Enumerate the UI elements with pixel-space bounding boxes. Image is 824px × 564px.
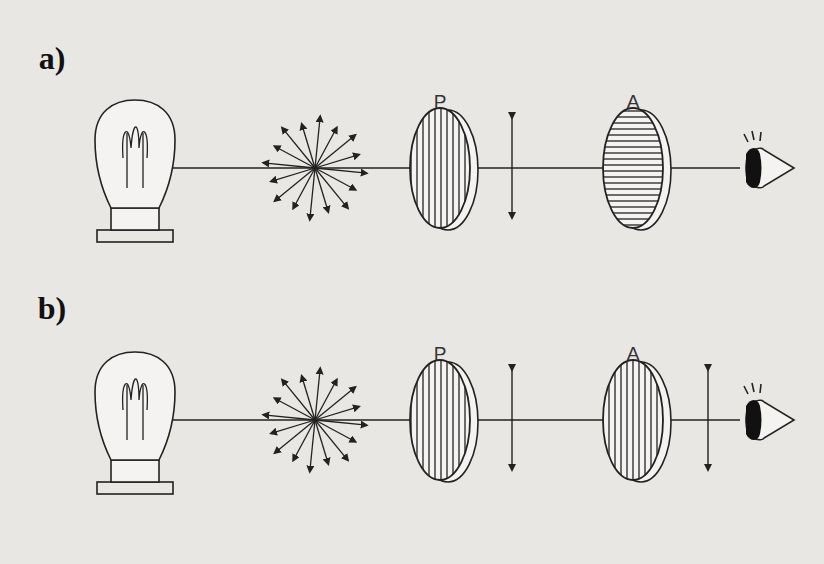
light-ray <box>315 168 328 212</box>
row-label: a) <box>39 42 66 74</box>
part-label: A <box>627 344 640 363</box>
light-ray <box>315 155 359 168</box>
polarization-arrow <box>511 370 512 470</box>
lamp <box>95 352 175 494</box>
polarization-arrow <box>707 370 708 470</box>
light-ray <box>302 124 315 168</box>
analyzer <box>603 360 663 480</box>
analyzer <box>603 108 663 228</box>
row-label: b) <box>38 292 66 324</box>
light-ray <box>315 420 328 464</box>
light-ray <box>302 376 315 420</box>
light-ray <box>275 420 315 453</box>
light-ray <box>271 168 315 181</box>
row-b <box>95 352 794 494</box>
light-ray <box>315 420 348 460</box>
light-ray <box>315 407 359 420</box>
light-ray <box>282 380 315 420</box>
part-label: P <box>434 92 447 111</box>
lamp <box>95 100 175 242</box>
eye <box>744 383 794 440</box>
eye <box>744 131 794 188</box>
light-ray <box>275 168 315 201</box>
light-ray <box>315 135 355 168</box>
polarization-arrow <box>511 118 512 218</box>
row-a <box>95 100 794 242</box>
light-ray <box>282 128 315 168</box>
polarizer <box>410 360 470 480</box>
part-label: P <box>434 344 447 363</box>
light-ray <box>315 387 355 420</box>
light-ray <box>315 168 348 208</box>
unpolarized-light <box>263 368 366 471</box>
polarizer <box>410 108 470 228</box>
unpolarized-light <box>263 116 366 219</box>
light-ray <box>271 420 315 433</box>
part-label: A <box>627 92 640 111</box>
